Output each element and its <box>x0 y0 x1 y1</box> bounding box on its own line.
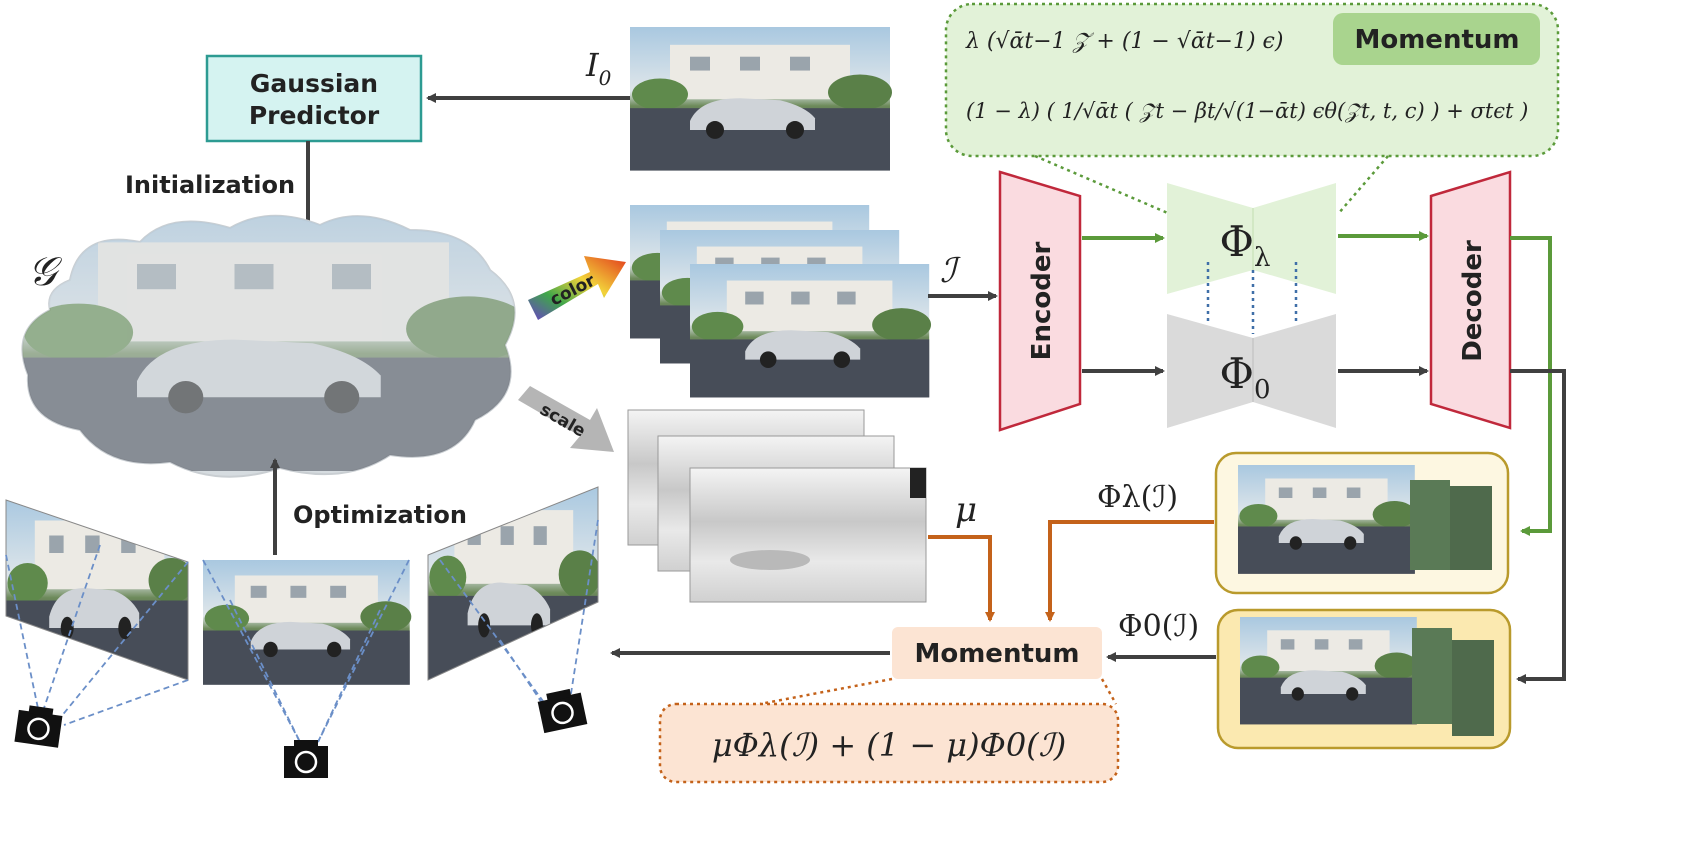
novel-view-right <box>427 486 599 735</box>
momentum-box-bottom: Momentum <box>892 627 1102 679</box>
phi-lambda-block: Φλ <box>1167 183 1336 294</box>
label-I0: I0 <box>585 46 612 90</box>
label-I: ℐ <box>940 251 961 291</box>
camera-icon-center <box>282 738 330 780</box>
phi-zero-block: Φ0 <box>1167 314 1336 428</box>
formula-line-2: (1 − λ) ( 1/√ᾱt ( 𝒵t − βt/√(1−ᾱt) ϵθ(𝒵t,… <box>966 99 1528 123</box>
label-initialization: Initialization <box>125 171 295 199</box>
label-optimization: Optimization <box>293 501 467 529</box>
formula-line-1: λ (√ᾱt−1 𝒵 + (1 − √ᾱt−1) ϵ) <box>965 29 1283 54</box>
scale-arrow: scale <box>518 386 614 452</box>
gaussian-predictor-label-1: Gaussian <box>250 69 378 98</box>
momentum-bottom-label: Momentum <box>914 639 1079 669</box>
encoder-block: Encoder <box>998 170 1082 432</box>
rendered-scale-stack <box>627 409 927 603</box>
color-arrow: color <box>528 256 626 320</box>
arrow-decoder-to-phi-lambda-output <box>1510 236 1552 536</box>
label-color: color <box>547 271 599 311</box>
label-phi-zero-I: Φ0(ℐ) <box>1118 609 1199 644</box>
phi-lambda-output-box <box>1214 451 1510 595</box>
phi-lambda-label: Φλ <box>1220 217 1271 273</box>
decoder-label: Decoder <box>1458 240 1488 362</box>
phi-zero-output-box <box>1216 608 1512 750</box>
label-mu: μ <box>955 490 977 530</box>
input-image-I0 <box>630 27 892 171</box>
momentum-formula-bubble: μΦλ(ℐ) + (1 − μ)Φ0(ℐ) <box>658 677 1120 784</box>
arrow-phi-lambda-I-to-momentum <box>1045 520 1214 622</box>
novel-view-left <box>5 499 189 749</box>
momentum-tag-top <box>1333 13 1540 65</box>
denoise-formula-bubble: λ (√ᾱt−1 𝒵 + (1 − √ᾱt−1) ϵ) (1 − λ) ( 1/… <box>944 2 1560 216</box>
momentum-tag-top-label: Momentum <box>1354 25 1519 55</box>
gaussian-cloud <box>21 214 516 478</box>
camera-icon-left <box>13 702 65 749</box>
camera-icon-right <box>535 685 589 735</box>
momentum-formula: μΦλ(ℐ) + (1 − μ)Φ0(ℐ) <box>712 726 1066 764</box>
decoder-block: Decoder <box>1429 170 1512 430</box>
rendered-color-stack <box>630 205 932 398</box>
gaussian-predictor-box: Gaussian Predictor <box>205 54 423 143</box>
arrow-mu-to-momentum <box>928 535 995 622</box>
arrow-decoder-to-phi-zero-output <box>1510 369 1566 684</box>
novel-view-center <box>202 559 412 780</box>
phi-zero-label: Φ0 <box>1220 349 1271 405</box>
label-phi-lambda-I: Φλ(ℐ) <box>1097 480 1178 515</box>
gaussian-predictor-label-2: Predictor <box>249 101 380 130</box>
encoder-label: Encoder <box>1027 242 1057 361</box>
